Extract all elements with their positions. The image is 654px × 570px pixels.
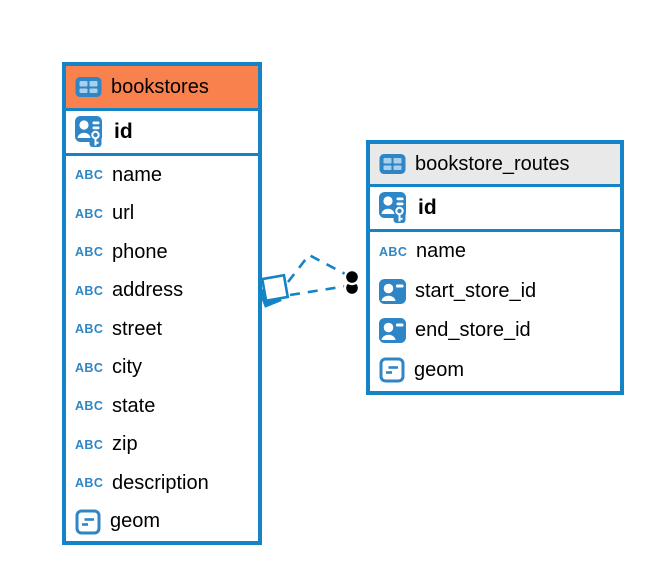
- column-row-id[interactable]: id: [66, 111, 258, 156]
- foreign-key-icon: [379, 318, 406, 344]
- text-type-icon: ABC: [75, 322, 104, 337]
- column-row-zip[interactable]: ABC zip: [66, 426, 258, 465]
- column-name: geom: [110, 510, 161, 533]
- geometry-type-icon: [379, 357, 405, 383]
- table-bookstore-routes-header[interactable]: bookstore_routes: [370, 144, 620, 187]
- column-name: id: [114, 120, 133, 143]
- column-row-start-store-id[interactable]: start_store_id: [370, 272, 620, 312]
- column-row-id[interactable]: id: [370, 187, 620, 232]
- column-name: zip: [112, 433, 138, 456]
- table-bookstores-header[interactable]: bookstores: [66, 66, 258, 111]
- column-name: geom: [414, 358, 465, 381]
- column-name: description: [112, 471, 209, 494]
- column-name: name: [112, 163, 163, 186]
- column-row-end-store-id[interactable]: end_store_id: [370, 311, 620, 351]
- column-name: name: [416, 240, 467, 263]
- text-type-icon: ABC: [75, 476, 104, 491]
- column-name: street: [112, 317, 163, 340]
- text-type-icon: ABC: [75, 283, 104, 298]
- column-name: id: [418, 196, 437, 219]
- table-bookstores[interactable]: bookstores id ABC name: [62, 62, 262, 545]
- primary-key-icon: [75, 116, 105, 148]
- text-type-icon: ABC: [75, 360, 104, 375]
- text-type-icon: ABC: [379, 244, 408, 259]
- column-row-state[interactable]: ABC state: [66, 387, 258, 426]
- connector-endpoint-dots: [343, 268, 361, 297]
- text-type-icon: ABC: [75, 437, 104, 452]
- column-name: end_store_id: [415, 319, 531, 342]
- text-type-icon: ABC: [75, 168, 104, 183]
- column-name: start_store_id: [415, 279, 537, 302]
- table-bookstore-routes[interactable]: bookstore_routes id ABC name: [366, 140, 624, 395]
- text-type-icon: ABC: [75, 206, 104, 221]
- column-name: phone: [112, 240, 168, 263]
- column-name: state: [112, 394, 156, 417]
- text-type-icon: ABC: [75, 399, 104, 414]
- relationship-line: [286, 253, 350, 283]
- primary-key-icon: [379, 192, 409, 224]
- foreign-key-icon: [379, 278, 406, 304]
- relationship-line: [289, 284, 348, 297]
- column-row-name[interactable]: ABC name: [66, 156, 258, 195]
- table-title: bookstore_routes: [415, 152, 570, 175]
- table-icon: [75, 76, 102, 98]
- table-icon: [379, 153, 406, 175]
- column-name: city: [112, 356, 142, 379]
- column-row-geom[interactable]: geom: [370, 351, 620, 391]
- geometry-type-icon: [75, 509, 101, 535]
- connector-endpoint-squares: [258, 273, 290, 308]
- column-row-geom[interactable]: geom: [66, 503, 258, 542]
- table-title: bookstores: [111, 75, 209, 98]
- column-name: url: [112, 202, 135, 225]
- column-row-city[interactable]: ABC city: [66, 349, 258, 388]
- column-row-description[interactable]: ABC description: [66, 464, 258, 503]
- text-type-icon: ABC: [75, 245, 104, 260]
- column-row-phone[interactable]: ABC phone: [66, 233, 258, 272]
- column-name: address: [112, 279, 184, 302]
- column-row-url[interactable]: ABC url: [66, 195, 258, 234]
- column-row-address[interactable]: ABC address: [66, 272, 258, 311]
- column-row-name[interactable]: ABC name: [370, 232, 620, 272]
- column-row-street[interactable]: ABC street: [66, 310, 258, 349]
